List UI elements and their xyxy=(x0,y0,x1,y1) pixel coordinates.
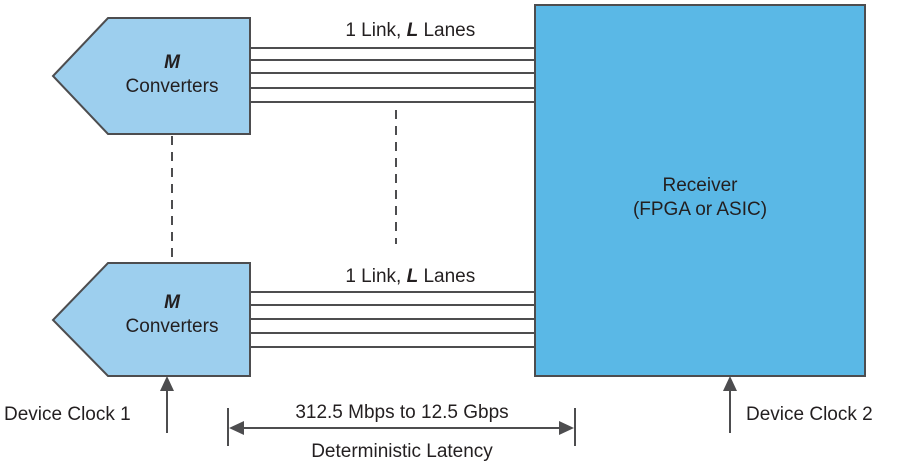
device-clock-1-label: Device Clock 1 xyxy=(4,404,131,425)
latency-right-arrowhead xyxy=(559,421,574,435)
link-top-prefix: 1 Link, xyxy=(345,20,406,41)
link-top-suffix: Lanes xyxy=(418,20,475,41)
device-clock-2-arrowhead xyxy=(723,376,737,391)
converter-block-bottom xyxy=(51,262,251,377)
lanes-bottom xyxy=(250,291,535,348)
receiver-block xyxy=(534,4,866,377)
converter-bottom-m-symbol: M xyxy=(164,292,181,313)
converter-bottom-label: Converters xyxy=(126,316,219,337)
converter-top-m-symbol: M xyxy=(164,52,181,73)
link-bottom-l-symbol: L xyxy=(407,266,419,287)
latency-left-arrowhead xyxy=(229,421,244,435)
converter-block-top xyxy=(51,17,251,135)
device-clock-2-label: Device Clock 2 xyxy=(746,404,873,425)
link-bottom-suffix: Lanes xyxy=(418,266,475,287)
link-top-label: 1 Link, L Lanes xyxy=(319,20,491,41)
receiver-label: Receiver xyxy=(663,175,739,196)
device-clock-1-arrowhead xyxy=(160,376,174,391)
link-top-l-symbol: L xyxy=(407,20,419,41)
deterministic-latency-label: Deterministic Latency xyxy=(311,441,493,462)
lanes-top xyxy=(250,47,535,103)
receiver-sublabel: (FPGA or ASIC) xyxy=(633,199,767,220)
link-bottom-prefix: 1 Link, xyxy=(345,266,406,287)
link-bottom-label: 1 Link, L Lanes xyxy=(319,266,491,287)
rate-range-label: 312.5 Mbps to 12.5 Gbps xyxy=(295,402,508,423)
converter-top-label: Converters xyxy=(126,76,219,97)
